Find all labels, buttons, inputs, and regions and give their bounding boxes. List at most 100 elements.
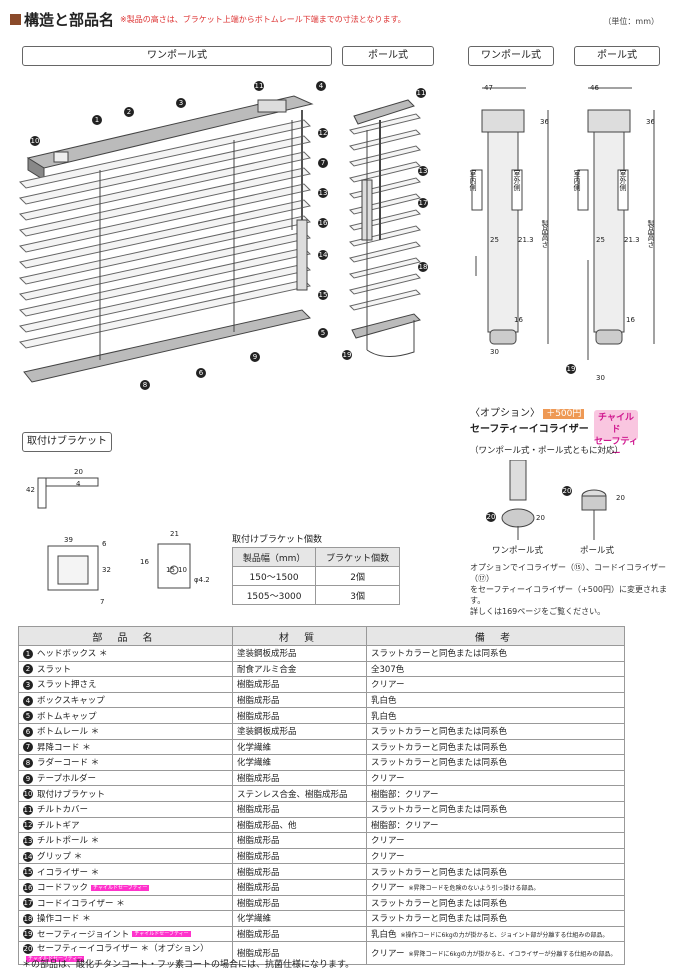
part-name: スラット押さえ [37,680,97,691]
callout-13: 13 [318,187,328,198]
unit-label: （単位：mm） [603,17,659,26]
room-in-b: 室内側 [573,170,581,191]
part-material: 塗装鋼板成形品 [232,645,367,662]
part-remark: 乳白色 [371,929,397,940]
parts-h-name: 部 品 名 [18,626,233,646]
part-remark: スラットカラーと同色または同系色 [371,649,508,660]
part-remark-cell: 乳白色※操作コードに6kgの力が掛かると、ジョイント部が分離する仕組みの部品。 [366,925,625,943]
bkt-r1c1: 3個 [315,585,400,605]
callout-12: 12 [318,127,328,138]
part-remark: スラットカラーと同色または同系色 [371,727,508,738]
bkt-h1: ブラケット個数 [315,547,400,567]
bracket-dim-phi: φ4.2 [194,576,210,584]
callout-11: 11 [254,80,264,91]
part-name: 取付けブラケット [37,789,106,800]
room-out-a: 室外側 [513,170,521,191]
part-name: チルトギア [37,820,80,831]
option-header: 〈オプション〉 ＋500円 [470,404,585,419]
part-remark-cell: スラットカラーと同色または同系色 [366,645,625,662]
option-desc-2: をセーフティーイコライザー（+500円）に変更されます。 [470,585,668,605]
part-number: 11 [23,804,33,815]
part-name: ボックスキャップ [37,696,105,707]
option-name: セーフティーイコライザー [470,424,589,435]
part-remark: クリアー [371,852,405,863]
callout-6: 6 [196,362,210,381]
part-remark: クリアー [371,836,405,847]
callout-5: 5 [318,322,332,341]
part-remark: スラットカラーと同色または同系色 [371,742,508,753]
child-line1: チャイルド [598,413,634,435]
part-remark-note: ※昇降コードに6kgの力が掛かると、イコライザーが分離する仕組みの部品。 [408,951,617,959]
part-number: 2 [23,664,33,675]
parts-h-remark: 備 考 [366,626,625,646]
part-number: 4 [23,695,33,706]
part-remark-cell: 樹脂部：クリアー [366,785,625,802]
pole-callout-19: 19 [342,349,352,360]
part-name: コードフック [37,883,89,894]
part-remark-cell: クリアー [366,676,625,693]
dim-25-b: 25 [596,236,605,244]
dim-36-b: 36 [646,118,655,126]
bracket-dim-39: 39 [64,536,73,544]
pole-side-diagram [577,87,655,360]
bracket-dim-42: 42 [26,486,35,494]
bracket-dim-32: 32 [102,566,111,574]
callout-15: 15 [318,289,328,300]
part-material: 樹脂成形品 [232,800,367,818]
title-marker [10,14,21,25]
part-remark: クリアー [371,774,405,785]
part-number: 19 [23,929,33,940]
bkt-r0c1: 2個 [315,566,400,586]
pole-callout-17: 17 [418,197,428,208]
room-in-a: 室内側 [469,170,477,191]
part-name: 昇降コード ＊ [37,742,91,753]
part-remark-cell: クリアー [366,769,625,787]
option-callout-20a: 20 [486,511,496,522]
part-material: 塗装鋼板成形品 [232,722,367,740]
part-number: 16 [23,882,33,893]
part-number: 13 [23,835,33,846]
one-pole-side-diagram [471,87,549,345]
footnote: ＊の部品は、酸化チタンコート・フッ素コートの場合には、抗菌仕様になります。 [22,960,355,970]
part-material: 樹脂成形品 [232,878,367,896]
child-safety-badge: チャイルド セーフティー [594,410,638,459]
part-material: 樹脂成形品 [232,941,367,966]
bracket-dim-10: 10 [178,566,187,574]
part-number: 17 [23,898,33,909]
option-desc: オプションでイコライザー（⑮）、コードイコライザー（⑰） をセーフティーイコライ… [470,562,673,617]
one-pole-blind-diagram [18,95,314,383]
part-remark-cell: スラットカラーと同色または同系色 [366,754,625,771]
callout-1: 1 [92,109,106,128]
part-remark: 樹脂部：クリアー [371,789,439,800]
dim-16-b: 16 [626,316,635,324]
part-material: 耐食アルミ合金 [232,660,367,678]
part-name: チルトポール ＊ [37,836,100,847]
part-remark-note: ※昇降コードを危険のないよう引っ掛ける部品。 [408,885,540,893]
part-remark: スラットカラーと同色または同系色 [371,758,508,769]
child-safety-tag: チャイルドセーフティー [132,931,191,938]
callout-4: 4 [316,75,330,94]
dim-36-a: 36 [540,118,549,126]
bracket-label: 取付けブラケット [22,432,112,452]
part-remark-cell: 乳白色 [366,691,625,709]
option-prefix: 〈オプション〉 [470,408,540,419]
part-remark: クリアー [371,949,405,960]
part-material: 樹脂成形品 [232,707,367,724]
part-remark: スラットカラーと同色または同系色 [371,867,508,878]
